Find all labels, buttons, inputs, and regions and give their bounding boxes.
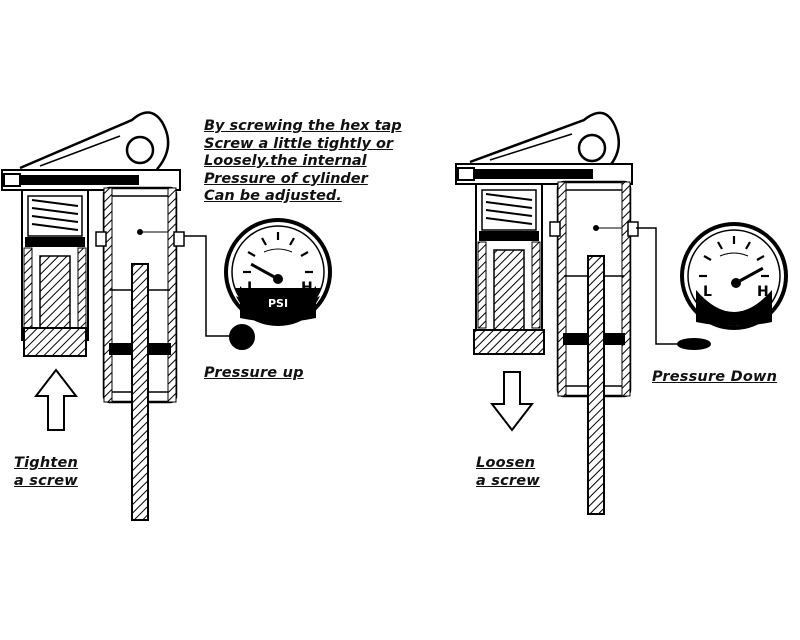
left-gauge-needle (250, 262, 283, 284)
right-hex-screw (493, 249, 525, 331)
note-line-4: Pressure of cylinder (204, 170, 368, 187)
right-gauge-unit: PSI (724, 301, 744, 314)
note-line-2: Screw a little tightly or (204, 135, 394, 152)
tighten-label-line2: a screw (14, 473, 78, 489)
right-gauge-needle (731, 266, 764, 288)
left-spring (31, 199, 79, 231)
left-mount-arm (19, 111, 170, 185)
left-hose (184, 235, 232, 337)
adjustment-note: By screwing the hex tap Screw a little t… (204, 118, 402, 206)
left-gauge-high: H (301, 280, 313, 296)
left-assembly (1, 111, 255, 521)
right-gauge-low: L (703, 284, 712, 300)
right-gauge: L H PSI (680, 222, 788, 330)
right-screw-base (473, 329, 545, 355)
left-screw-base (23, 327, 87, 357)
right-spring (485, 193, 533, 225)
right-piston-rod (587, 255, 605, 515)
right-hose (636, 227, 680, 345)
pressure-down-label: Pressure Down (652, 369, 778, 385)
note-line-3: Loosely.the internal (204, 153, 367, 169)
right-reservoir-capsule (677, 338, 711, 350)
left-piston-rod (131, 263, 149, 521)
note-line-1: By screwing the hex tap (204, 118, 402, 134)
right-mount-eye (577, 133, 607, 163)
left-gauge-low: L (247, 280, 256, 296)
pressure-up-label: Pressure up (204, 365, 304, 381)
left-reservoir-ball (229, 324, 255, 350)
arrow-down-icon (489, 371, 535, 432)
right-gauge-high: H (757, 284, 769, 300)
note-line-5: Can be adjusted. (204, 188, 342, 204)
left-gauge: L H PSI (224, 218, 332, 326)
left-hex-screw (39, 255, 71, 329)
loosen-label-line1: Loosen (476, 455, 536, 471)
left-mount-eye (125, 135, 155, 165)
right-assembly (455, 111, 711, 515)
left-gauge-unit: PSI (268, 297, 288, 310)
tighten-label-line1: Tighten (14, 455, 79, 471)
arrow-up-icon (33, 368, 79, 431)
loosen-label-line2: a screw (476, 473, 540, 489)
